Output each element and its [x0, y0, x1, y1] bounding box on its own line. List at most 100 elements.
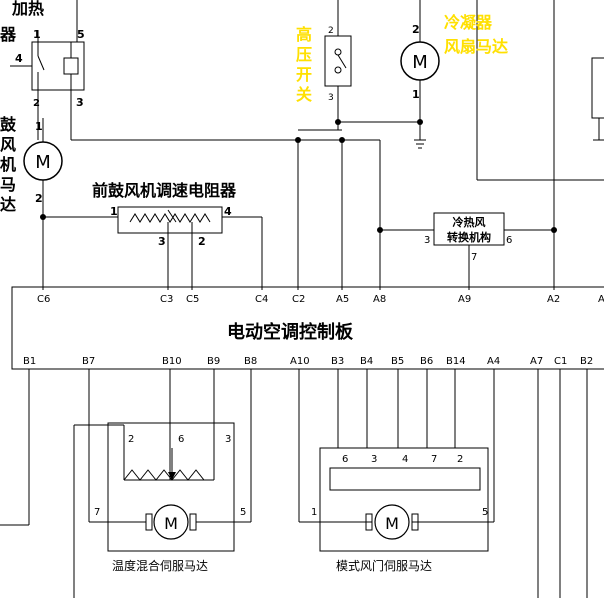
mode-servo-switch: [329, 467, 481, 491]
temp-servo-motor: M: [145, 504, 197, 540]
board-bottom-pins: B1 B7 B10 B9 B8 A10 B3 B4 B5 B6 B14 A4 A…: [23, 356, 593, 367]
heater-relay-box: [31, 41, 85, 91]
svg-text:4: 4: [224, 205, 232, 218]
svg-text:C3: C3: [160, 294, 173, 305]
svg-text:M: M: [164, 514, 178, 533]
svg-text:B2: B2: [580, 356, 593, 367]
cond-fan-pins: 2 1: [412, 23, 420, 101]
svg-text:6: 6: [506, 235, 512, 246]
svg-text:5: 5: [482, 507, 488, 518]
svg-text:3: 3: [424, 235, 430, 246]
svg-text:M: M: [412, 52, 428, 73]
control-board-box: [11, 286, 604, 370]
svg-text:B10: B10: [162, 356, 182, 367]
svg-text:B8: B8: [244, 356, 257, 367]
mode-servo-label: 模式风门伺服马达: [336, 558, 432, 573]
svg-text:B6: B6: [420, 356, 433, 367]
temp-servo-pins: 2 6 3 7 5: [94, 434, 246, 518]
hp-switch-pins: 2 3: [328, 26, 334, 103]
svg-text:5: 5: [77, 28, 85, 41]
svg-text:3: 3: [76, 96, 84, 109]
svg-text:风: 风: [0, 135, 16, 154]
svg-text:3: 3: [158, 235, 166, 248]
svg-text:C4: C4: [255, 294, 268, 305]
svg-text:机: 机: [0, 155, 16, 174]
svg-text:1: 1: [412, 88, 420, 101]
resistor-label: 前鼓风机调速电阻器: [92, 181, 237, 200]
condenser-fan-motor: M: [400, 41, 440, 81]
svg-text:4: 4: [402, 454, 408, 465]
svg-text:1: 1: [33, 28, 41, 41]
svg-text:7: 7: [94, 507, 100, 518]
heater-relay-label-2: 器: [0, 25, 17, 44]
relay-coil: [63, 57, 79, 75]
svg-text:2: 2: [35, 192, 43, 205]
svg-text:高: 高: [296, 25, 312, 44]
svg-text:2: 2: [457, 454, 463, 465]
hp-switch-box: [324, 35, 352, 87]
svg-text:B14: B14: [446, 356, 466, 367]
svg-text:3: 3: [328, 93, 334, 103]
svg-text:M: M: [385, 514, 399, 533]
temp-servo-zigzag: [123, 469, 214, 481]
svg-text:A2: A2: [547, 294, 560, 305]
svg-text:A5: A5: [336, 294, 349, 305]
svg-text:2: 2: [328, 26, 334, 36]
svg-text:3: 3: [225, 434, 231, 445]
resistor-zigzag: [129, 213, 211, 223]
mechanism-label-1: 冷热风: [453, 215, 486, 229]
svg-text:C1: C1: [554, 356, 567, 367]
svg-text:1: 1: [35, 120, 43, 133]
svg-text:鼓: 鼓: [0, 115, 17, 134]
svg-text:B4: B4: [360, 356, 373, 367]
mode-servo-pins: 6 3 4 7 2 1 5: [311, 454, 488, 518]
condenser-fan-label-1: 冷凝器: [444, 13, 493, 32]
svg-text:B1: B1: [23, 356, 36, 367]
svg-text:B7: B7: [82, 356, 95, 367]
svg-text:B3: B3: [331, 356, 344, 367]
svg-text:A: A: [598, 294, 604, 305]
svg-text:2: 2: [128, 434, 134, 445]
svg-text:2: 2: [412, 23, 420, 36]
resistor-box: [117, 206, 223, 234]
svg-text:C6: C6: [37, 294, 50, 305]
svg-text:B5: B5: [391, 356, 404, 367]
board-top-pins: C6 C3 C5 C4 C2 A5 A8 A9 A2 A: [37, 294, 604, 305]
mech-pins: 3 6 7: [424, 235, 512, 263]
svg-text:1: 1: [110, 205, 118, 218]
heater-relay-label-1: 加热: [11, 0, 44, 18]
svg-text:3: 3: [371, 454, 377, 465]
svg-text:关: 关: [296, 85, 312, 104]
svg-text:A7: A7: [530, 356, 543, 367]
svg-text:A10: A10: [290, 356, 310, 367]
svg-text:C5: C5: [186, 294, 199, 305]
svg-text:A4: A4: [487, 356, 500, 367]
svg-text:6: 6: [342, 454, 348, 465]
resistor-pins: 1 4 3 2: [110, 205, 232, 248]
svg-text:7: 7: [471, 252, 477, 263]
mechanism-label-2: 转换机构: [447, 230, 491, 244]
blower-pins: 1 2: [35, 120, 43, 205]
svg-text:2: 2: [198, 235, 206, 248]
blower-motor-label: 鼓 风 机 马 达: [0, 115, 17, 214]
blower-motor: M: [23, 141, 63, 181]
svg-text:A8: A8: [373, 294, 386, 305]
hp-switch-label: 高 压 开 关: [296, 25, 312, 104]
condenser-fan-label-2: 风扇马达: [444, 37, 508, 56]
temp-servo-label: 温度混合伺服马达: [112, 558, 208, 573]
svg-text:A9: A9: [458, 294, 471, 305]
control-board-label: 电动空调控制板: [227, 321, 354, 343]
svg-text:C2: C2: [292, 294, 305, 305]
svg-text:达: 达: [0, 195, 16, 214]
mode-servo-box: [319, 447, 489, 552]
svg-text:4: 4: [15, 52, 23, 65]
svg-text:5: 5: [240, 507, 246, 518]
svg-text:压: 压: [296, 45, 312, 64]
junction-dots: [40, 119, 557, 233]
svg-text:马: 马: [0, 175, 16, 194]
svg-text:M: M: [35, 152, 51, 173]
relay-pins: 1 5 4 2 3: [15, 28, 85, 109]
mode-servo-motor: M: [365, 504, 419, 540]
